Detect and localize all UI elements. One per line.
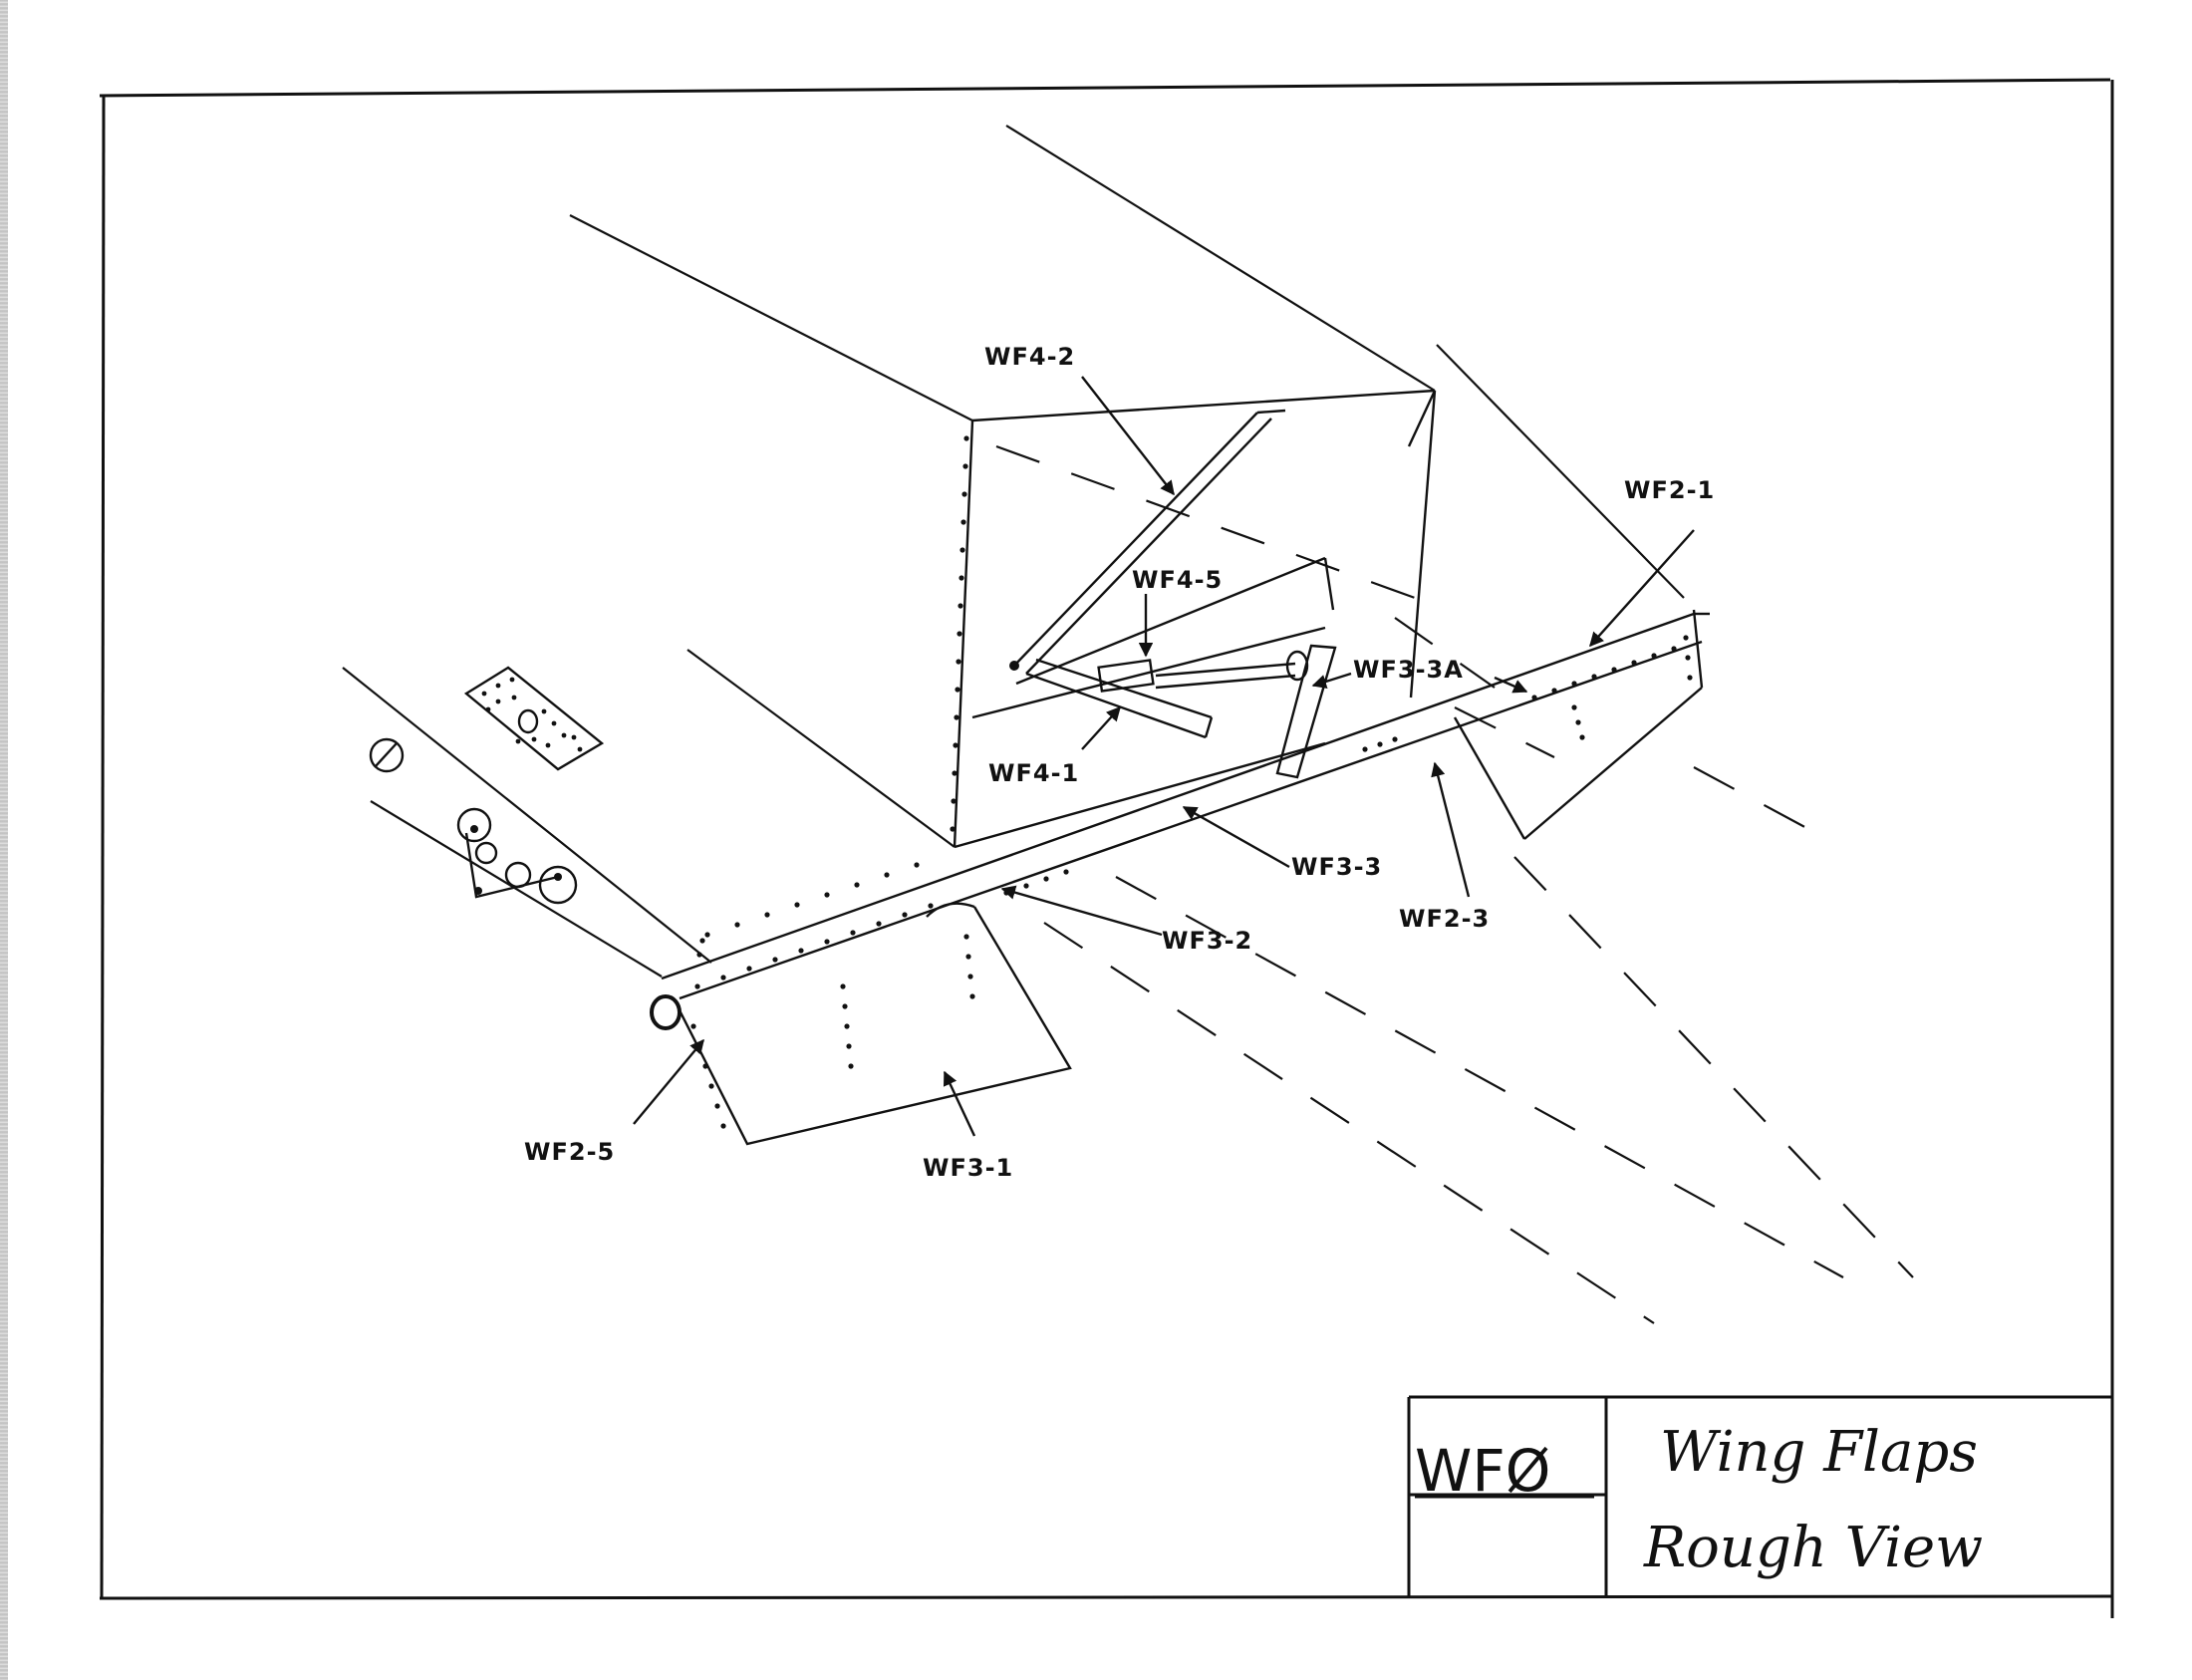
title-block bbox=[1407, 1395, 2112, 1598]
label-wf3-1: WF3-1 bbox=[923, 1154, 1013, 1182]
drawing-border bbox=[99, 78, 2114, 1618]
label-wf4-5: WF4-5 bbox=[1132, 566, 1223, 594]
pivot-point bbox=[1009, 661, 1019, 671]
fitting-dots bbox=[470, 825, 562, 895]
flap-assembly bbox=[661, 609, 1710, 1146]
label-wf2-5: WF2-5 bbox=[524, 1138, 615, 1166]
flap-rivets bbox=[690, 635, 1693, 1129]
hidden-lines bbox=[995, 444, 1914, 1324]
label-wf2-3: WF2-3 bbox=[1399, 905, 1490, 933]
wing-outline bbox=[342, 125, 1685, 978]
label-wf3-3a: WF3-3A bbox=[1353, 656, 1464, 684]
label-wf3-2: WF3-2 bbox=[1162, 927, 1252, 955]
drawing-title-line2: Rough View bbox=[1643, 1516, 1983, 1580]
scan-edge bbox=[0, 0, 8, 1680]
inspection-plate-rivets bbox=[481, 677, 583, 752]
label-wf3-3: WF3-3 bbox=[1291, 853, 1382, 881]
actuator-linkage bbox=[1011, 409, 1337, 779]
hinge-fitting bbox=[650, 994, 682, 1030]
label-wf4-2: WF4-2 bbox=[984, 343, 1075, 371]
leader-arrows bbox=[633, 376, 1695, 1137]
drawing-title-line1: Wing Flaps bbox=[1660, 1420, 1978, 1485]
drawing-code: WFØ bbox=[1415, 1437, 1550, 1505]
label-wf2-1: WF2-1 bbox=[1624, 476, 1715, 504]
box-rivets bbox=[950, 435, 969, 832]
fitting-bracket bbox=[369, 737, 578, 905]
label-wf4-1: WF4-1 bbox=[988, 759, 1079, 787]
inspection-plate bbox=[463, 666, 605, 771]
